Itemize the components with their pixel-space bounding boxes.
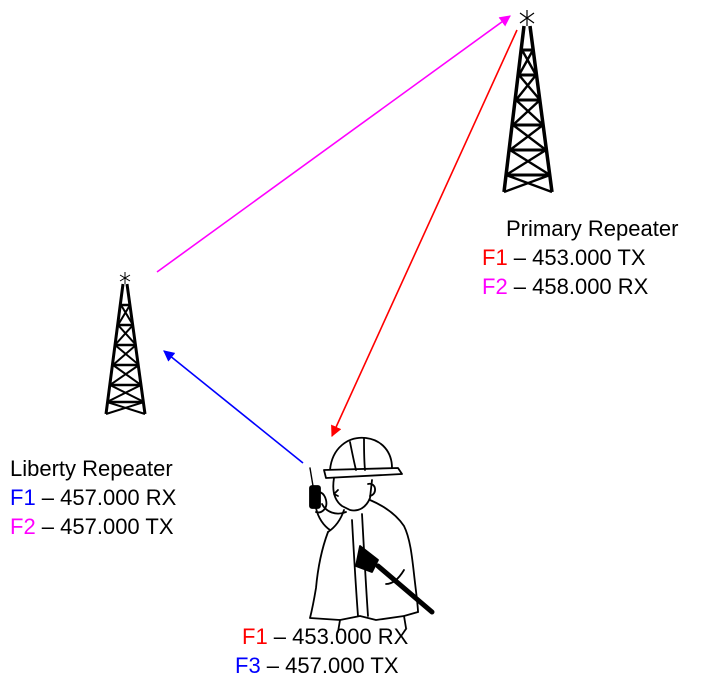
field-user-f3-line: F3 – 457.000 TX (235, 651, 408, 680)
liberty-repeater-f2-line: F2 – 457.000 TX (10, 512, 176, 541)
primary-repeater-f1-line: F1 – 453.000 TX (482, 243, 678, 272)
primary-repeater-f2-line: F2 – 458.000 RX (482, 272, 678, 301)
link-arrow-liberty-to-primary (156, 15, 511, 273)
primary-repeater-f1-value: – 453.000 TX (507, 245, 646, 270)
radio-tower-icon (502, 10, 554, 194)
primary-repeater-label: Primary Repeater F1 – 453.000 TX F2 – 45… (482, 214, 678, 301)
liberty-repeater-f1-code: F1 (10, 485, 36, 510)
liberty-repeater-f2-code: F2 (10, 514, 36, 539)
primary-repeater-f2-code: F2 (482, 274, 508, 299)
link-arrow-user-to-liberty (163, 350, 304, 464)
field-user-f1-value: – 453.000 RX (267, 624, 409, 649)
liberty-repeater-label: Liberty Repeater F1 – 457.000 RX F2 – 45… (10, 454, 176, 541)
firefighter-with-radio-icon (309, 436, 435, 633)
link-arrow-primary-to-user (331, 29, 518, 438)
field-user-f1-line: F1 – 453.000 RX (235, 622, 408, 651)
primary-repeater-f1-code: F1 (482, 245, 508, 270)
primary-repeater-title: Primary Repeater (506, 216, 679, 241)
field-user-f1-code: F1 (242, 624, 268, 649)
liberty-repeater-f1-value: – 457.000 RX (35, 485, 177, 510)
liberty-repeater-f1-line: F1 – 457.000 RX (10, 483, 176, 512)
radio-tower-icon (104, 272, 147, 415)
field-user-f3-code: F3 (235, 653, 261, 678)
liberty-repeater-title: Liberty Repeater (10, 456, 173, 481)
field-user-label: F1 – 453.000 RX F3 – 457.000 TX (235, 622, 408, 680)
field-user-f3-value: – 457.000 TX (260, 653, 399, 678)
liberty-repeater-f2-value: – 457.000 TX (35, 514, 174, 539)
primary-repeater-f2-value: – 458.000 RX (507, 274, 649, 299)
